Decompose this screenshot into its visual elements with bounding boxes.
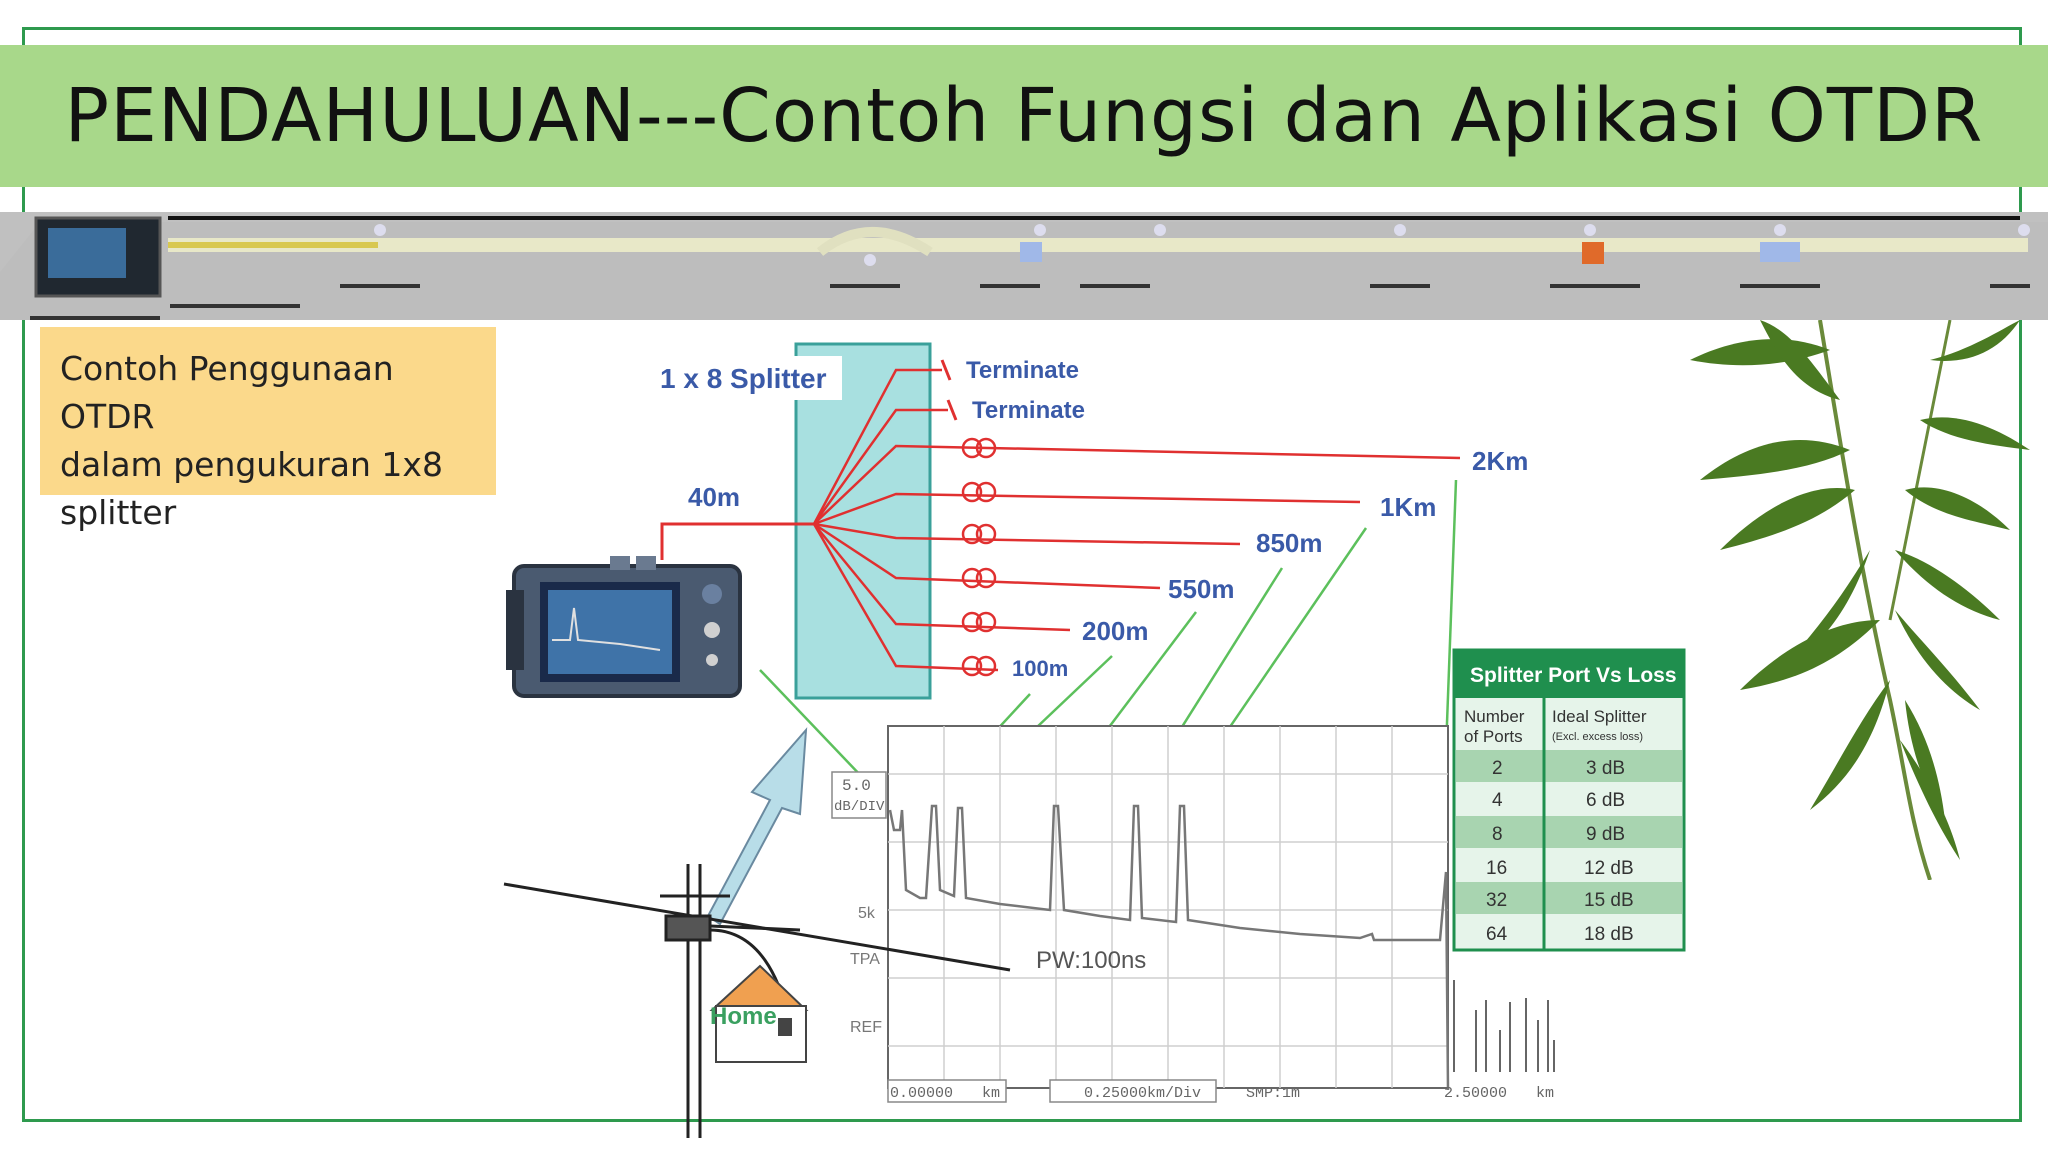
table-cell-ports: 4 bbox=[1492, 790, 1503, 811]
table-cell-ports: 32 bbox=[1486, 890, 1507, 911]
loss-table: Splitter Port Vs Loss Number of Ports Id… bbox=[1452, 648, 1686, 952]
otdr-trace-chart: 5.0 dB/DIV 5k TPA REF PW:100ns 0.00000 k… bbox=[831, 725, 1555, 1103]
title-band: PENDAHULUAN---Contoh Fungsi dan Aplikasi… bbox=[0, 45, 2048, 187]
utility-pole-illustration bbox=[503, 864, 1011, 1138]
splitter-branches bbox=[812, 368, 1461, 672]
splitter-label: 1 x 8 Splitter bbox=[660, 363, 827, 394]
branch-length-label: 2Km bbox=[1472, 446, 1528, 476]
up-arrow-icon bbox=[706, 727, 808, 926]
table-cell-ports: 16 bbox=[1486, 858, 1507, 879]
x-div-label: 0.25000km/Div bbox=[1084, 1085, 1201, 1102]
callout-line: splitter bbox=[60, 493, 177, 532]
col1-header: Number bbox=[1464, 707, 1525, 726]
pulse-width-label: PW:100ns bbox=[1036, 947, 1146, 974]
col2-header: (Excl. excess loss) bbox=[1552, 731, 1643, 743]
feeder-fiber bbox=[660, 522, 814, 560]
network-strip-image bbox=[0, 212, 2048, 320]
bamboo-leaves-decoration bbox=[1690, 320, 2030, 880]
table-cell-loss: 3 dB bbox=[1586, 758, 1625, 779]
scale-unit-label: dB/DIV bbox=[834, 799, 885, 815]
otdr-device bbox=[506, 556, 742, 698]
smp-label: SMP:1m bbox=[1246, 1085, 1300, 1102]
home-label: Home bbox=[710, 1003, 777, 1030]
marker-5k-label: 5k bbox=[858, 905, 876, 922]
scale-top-label: 5.0 bbox=[842, 777, 871, 795]
table-cell-ports: 2 bbox=[1492, 758, 1503, 779]
callout-box: Contoh Penggunaan OTDR dalam pengukuran … bbox=[40, 327, 496, 532]
branch-length-label: 550m bbox=[1168, 574, 1235, 604]
slide-frame bbox=[22, 27, 2022, 1122]
branch-length-label: 850m bbox=[1256, 528, 1323, 558]
fiber-coils bbox=[961, 437, 997, 677]
branch-length-label: 200m bbox=[1082, 616, 1149, 646]
feeder-length-label: 40m bbox=[688, 482, 740, 512]
table-cell-ports: 64 bbox=[1486, 924, 1508, 945]
trace-line bbox=[888, 804, 1450, 1091]
col1-header: of Ports bbox=[1464, 727, 1523, 746]
table-cell-ports: 8 bbox=[1492, 824, 1503, 845]
slide-title: PENDAHULUAN---Contoh Fungsi dan Aplikasi… bbox=[64, 73, 1984, 159]
loss-table-title: Splitter Port Vs Loss bbox=[1470, 664, 1677, 687]
col2-header: Ideal Splitter bbox=[1552, 707, 1647, 726]
x-start-label: 0.00000 bbox=[890, 1085, 953, 1102]
branch-length-label: 100m bbox=[1012, 656, 1068, 681]
terminate-label: Terminate bbox=[966, 357, 1079, 384]
table-cell-loss: 12 dB bbox=[1584, 858, 1634, 879]
table-cell-loss: 18 dB bbox=[1584, 924, 1634, 945]
table-cell-loss: 15 dB bbox=[1584, 890, 1634, 911]
callout-line: Contoh Penggunaan OTDR bbox=[60, 349, 394, 436]
x-end-unit-label: km bbox=[1536, 1085, 1554, 1102]
x-start-unit-label: km bbox=[982, 1085, 1000, 1102]
home-icon bbox=[709, 964, 809, 1063]
terminate-label: Terminate bbox=[972, 397, 1085, 424]
table-cell-loss: 6 dB bbox=[1586, 790, 1625, 811]
table-cell-loss: 9 dB bbox=[1586, 824, 1625, 845]
marker-tpa-label: TPA bbox=[850, 951, 880, 968]
callout-line: dalam pengukuran 1x8 bbox=[60, 445, 443, 484]
branch-length-label: 1Km bbox=[1380, 492, 1436, 522]
marker-ref-label: REF bbox=[850, 1019, 882, 1036]
x-end-label: 2.50000 bbox=[1444, 1085, 1507, 1102]
